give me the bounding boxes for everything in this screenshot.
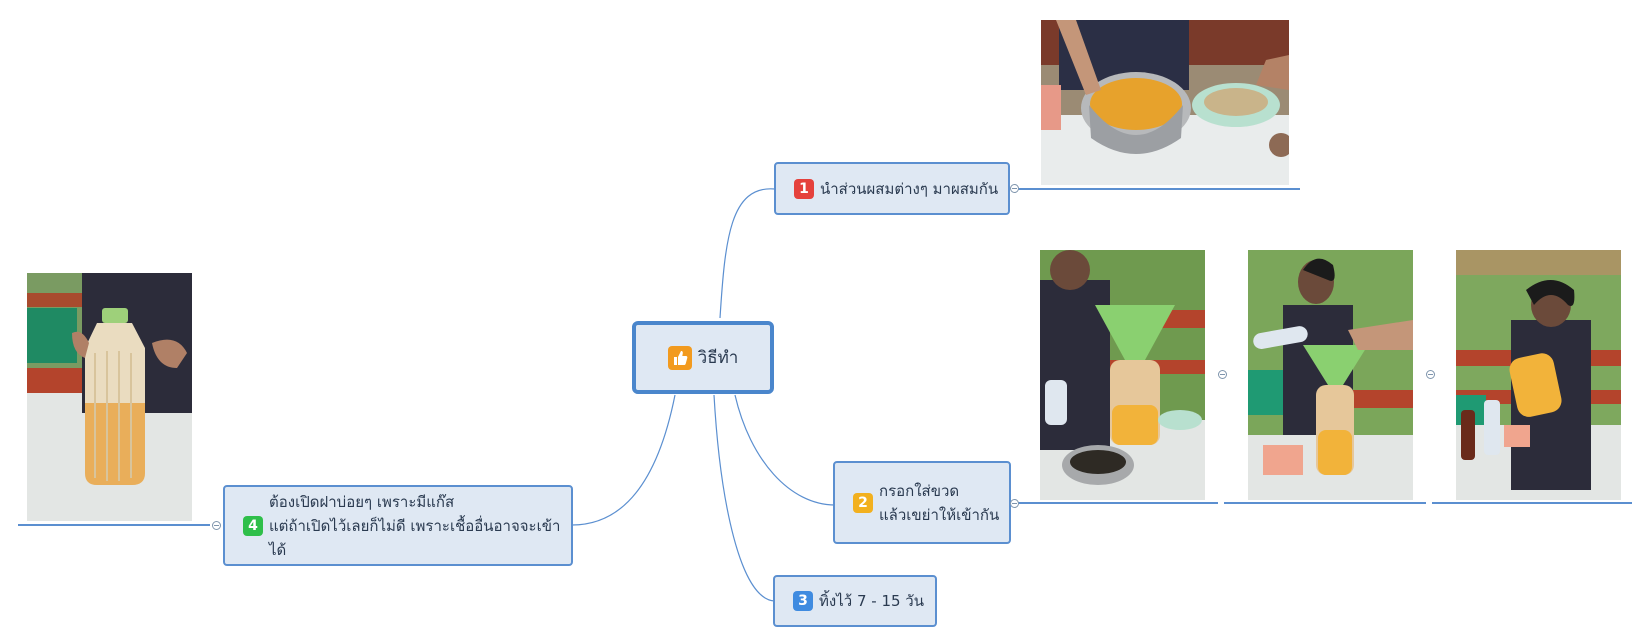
topic-2-number-badge: 2 bbox=[853, 492, 873, 513]
edge-central-topic3 bbox=[713, 394, 776, 602]
topic-2[interactable]: 2 กรอกใส่ขวด แล้วเขย่าให้เข้ากัน bbox=[833, 461, 1011, 544]
topic-4-label-line-1: ต้องเปิดฝาบ่อยๆ เพราะมีแก๊ส bbox=[269, 492, 455, 511]
topic-1-collapse-icon[interactable] bbox=[1010, 184, 1019, 193]
photo-fermenting-bottle bbox=[27, 273, 192, 521]
topic-3[interactable]: 3 ทิ้งไว้ 7 - 15 วัน bbox=[773, 575, 937, 627]
edge-central-topic2 bbox=[734, 394, 836, 506]
topic-4-collapse-icon[interactable] bbox=[212, 521, 221, 530]
topic-2-label-line-2: แล้วเขย่าให้เข้ากัน bbox=[879, 505, 1000, 524]
thumbs-up-icon bbox=[667, 345, 692, 370]
topic-4[interactable]: 4 ต้องเปิดฝาบ่อยๆ เพราะมีแก๊ส แต่ถ้าเปิด… bbox=[223, 485, 573, 566]
edge-central-topic4 bbox=[571, 394, 676, 526]
central-topic[interactable]: วิธีทำ bbox=[632, 321, 774, 394]
photo-a-collapse-icon[interactable] bbox=[1218, 370, 1227, 379]
topic-1-number-badge: 1 bbox=[794, 178, 814, 199]
topic-4-number-badge: 4 bbox=[243, 515, 263, 536]
topic-2-label-line-1: กรอกใส่ขวด bbox=[879, 481, 960, 500]
edge-central-topic1 bbox=[719, 188, 776, 319]
photo-shaking-bottle bbox=[1456, 250, 1621, 500]
photo-mixing-ingredients bbox=[1041, 20, 1289, 185]
photo-pouring-into-bottle bbox=[1040, 250, 1205, 500]
topic-4-label-line-2: แต่ถ้าเปิดไว้เลยก็ไม่ดี เพราะเชื้ออื่นอา… bbox=[269, 516, 561, 559]
topic-3-label: ทิ้งไว้ 7 - 15 วัน bbox=[819, 592, 924, 610]
photo-adding-water bbox=[1248, 250, 1413, 500]
topic-1[interactable]: 1 นำส่วนผสมต่างๆ มาผสมกัน bbox=[774, 162, 1010, 215]
central-topic-label: วิธีทำ bbox=[697, 347, 739, 368]
topic-1-label: นำส่วนผสมต่างๆ มาผสมกัน bbox=[820, 179, 999, 198]
photo-b-collapse-icon[interactable] bbox=[1426, 370, 1435, 379]
topic-2-collapse-icon[interactable] bbox=[1010, 499, 1019, 508]
topic-3-number-badge: 3 bbox=[793, 591, 813, 611]
